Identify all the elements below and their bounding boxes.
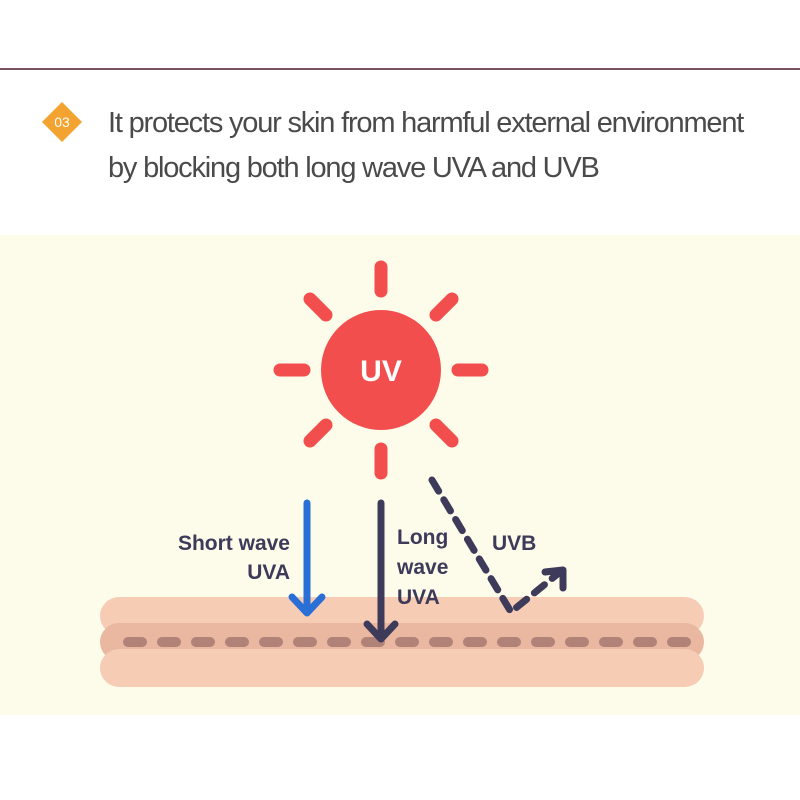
illustration-panel: UV Short wave UVA Long wave UVA UVB [0, 235, 800, 715]
arrow-down-icon [288, 593, 326, 617]
long-wave-label-line-1: Long [397, 526, 448, 549]
uvb-label: UVB [492, 532, 536, 555]
long-wave-label-line-2: wave [396, 556, 448, 579]
long-wave-uva-arrow [363, 499, 399, 643]
arrow-down-icon [363, 620, 399, 643]
short-wave-label-line-1: Short wave [178, 532, 290, 555]
short-wave-uva-arrow [288, 499, 326, 617]
skin-layers [100, 597, 704, 687]
sun-disc [321, 310, 441, 430]
long-wave-label-line-3: UVA [397, 586, 440, 609]
diamond-badge-icon: 03 [42, 102, 82, 142]
heading-line-1: It protects your skin from harmful exter… [108, 107, 744, 139]
top-divider [0, 68, 800, 70]
skin-layer-bottom [100, 649, 704, 687]
step-badge: 03 [41, 101, 83, 143]
section-heading: It protects your skin from harmful exter… [108, 101, 788, 191]
uv-blocking-diagram: UV Short wave UVA Long wave UVA UVB [100, 260, 704, 687]
step-number: 03 [54, 114, 70, 130]
sun-label: UV [360, 355, 402, 388]
sun-rays [273, 260, 489, 480]
heading-line-2: by blocking both long wave UVA and UVB [108, 152, 600, 184]
dashed-reflect-arrow-icon [428, 476, 567, 616]
uvb-reflected-arrow [428, 476, 567, 616]
sun-icon: UV [273, 260, 489, 480]
short-wave-label-line-2: UVA [247, 561, 290, 584]
